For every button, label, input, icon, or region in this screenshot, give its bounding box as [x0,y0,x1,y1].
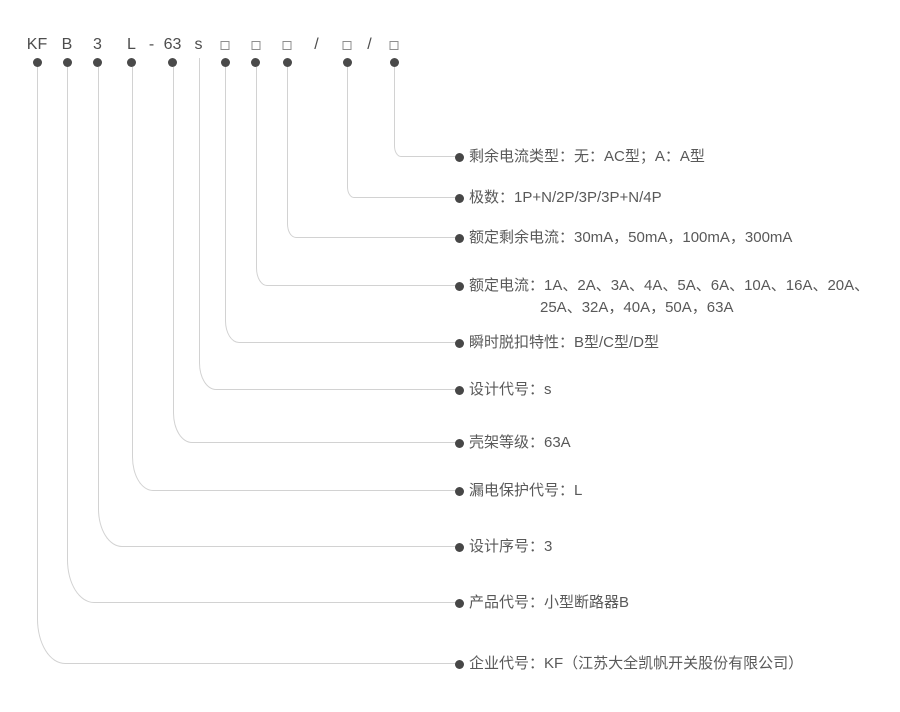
label-rated-residual-current: 额定剩余电流：30mA，50mA，100mA，300mA [469,227,792,249]
code-box-poles [342,36,352,54]
code-char-slash-separator: / [314,36,319,53]
connector-leakage-protection-code [131,67,455,491]
connector-design-serial [97,67,455,547]
connector-poles [347,67,455,198]
code-char-slash-separator: / [367,36,372,53]
label-text: 漏电保护代号：L [469,482,583,499]
label-frame-level: 壳架等级：63A [469,432,571,454]
label-company-code: 企业代号：KF（江苏大全凯帆开关股份有限公司） [469,653,803,675]
label-rated-current: 额定电流：1A、2A、3A、4A、5A、6A、10A、16A、20A、 25A、3… [469,275,869,319]
code-dot [168,58,177,67]
code-char-product-code: B [61,36,73,53]
connector-design-code [198,58,455,390]
label-bullet [455,281,464,291]
code-box-rated-current [251,36,260,54]
label-bullet [455,438,464,448]
placeholder-box-icon [251,40,260,50]
label-residual-current-type: 剩余电流类型：无：AC型；A：A型 [469,146,705,168]
label-text: 极数：1P+N/2P/3P/3P+N/4P [469,189,662,206]
code-char-company-code: KF [26,36,48,53]
placeholder-box-icon [342,40,352,50]
label-design-serial: 设计序号：3 [469,536,552,558]
placeholder-box-icon [282,40,292,50]
connector-rated-current [255,67,455,286]
label-text: 剩余电流类型：无：AC型；A：A型 [469,148,705,165]
code-char-frame-level: 63 [163,36,182,53]
label-text: 设计序号：3 [469,538,553,555]
label-text: 壳架等级：63A [469,434,571,451]
label-bullet [455,193,464,203]
label-text: 额定剩余电流：30mA，50mA，100mA，300mA [469,229,793,246]
code-dot [389,58,399,67]
connector-product-code [67,67,455,603]
connector-residual-current-type [394,67,455,157]
code-dot [62,58,72,67]
label-bullet [455,486,464,496]
label-bullet [455,152,464,162]
code-dot [282,58,292,67]
code-dot [342,58,352,67]
label-product-code: 产品代号：小型断路器B [469,592,629,614]
label-text: 额定电流：1A、2A、3A、4A、5A、6A、10A、16A、20A、 [469,277,870,294]
placeholder-box-icon [220,40,230,50]
connector-rated-residual-current [287,67,455,238]
label-bullet [455,542,464,552]
connector-instant-trip-type [225,67,455,343]
label-bullet [455,598,464,608]
code-box-rated-residual-current [282,36,292,54]
code-char-hyphen-separator: - [148,36,155,53]
code-dot [32,58,42,67]
label-text: 设计代号：s [469,381,552,398]
label-poles: 极数：1P+N/2P/3P/3P+N/4P [469,187,662,209]
label-bullet [455,659,464,669]
code-dot [220,58,230,67]
code-dot [251,58,260,67]
code-char-design-serial: 3 [93,36,102,53]
label-leakage-protection-code: 漏电保护代号：L [469,480,582,502]
code-char-design-code: s [194,36,203,53]
code-box-residual-current-type [389,36,399,54]
connector-company-code [37,67,455,664]
code-box-instant-trip-type [220,36,230,54]
code-char-leakage-protection-code: L [127,36,136,53]
label-text: 企业代号：KF（江苏大全凯帆开关股份有限公司） [469,655,804,672]
code-dot [93,58,102,67]
label-design-code: 设计代号：s [469,379,552,401]
placeholder-box-icon [389,40,399,50]
label-text-line2: 25A、32A，40A，50A，63A [540,299,734,316]
label-bullet [455,385,464,395]
label-bullet [455,338,464,348]
label-text: 产品代号：小型断路器B [469,594,630,611]
code-dot [127,58,136,67]
label-text: 瞬时脱扣特性：B型/C型/D型 [469,334,660,351]
connector-frame-level [172,67,455,443]
label-instant-trip-type: 瞬时脱扣特性：B型/C型/D型 [469,332,659,354]
label-bullet [455,233,464,243]
